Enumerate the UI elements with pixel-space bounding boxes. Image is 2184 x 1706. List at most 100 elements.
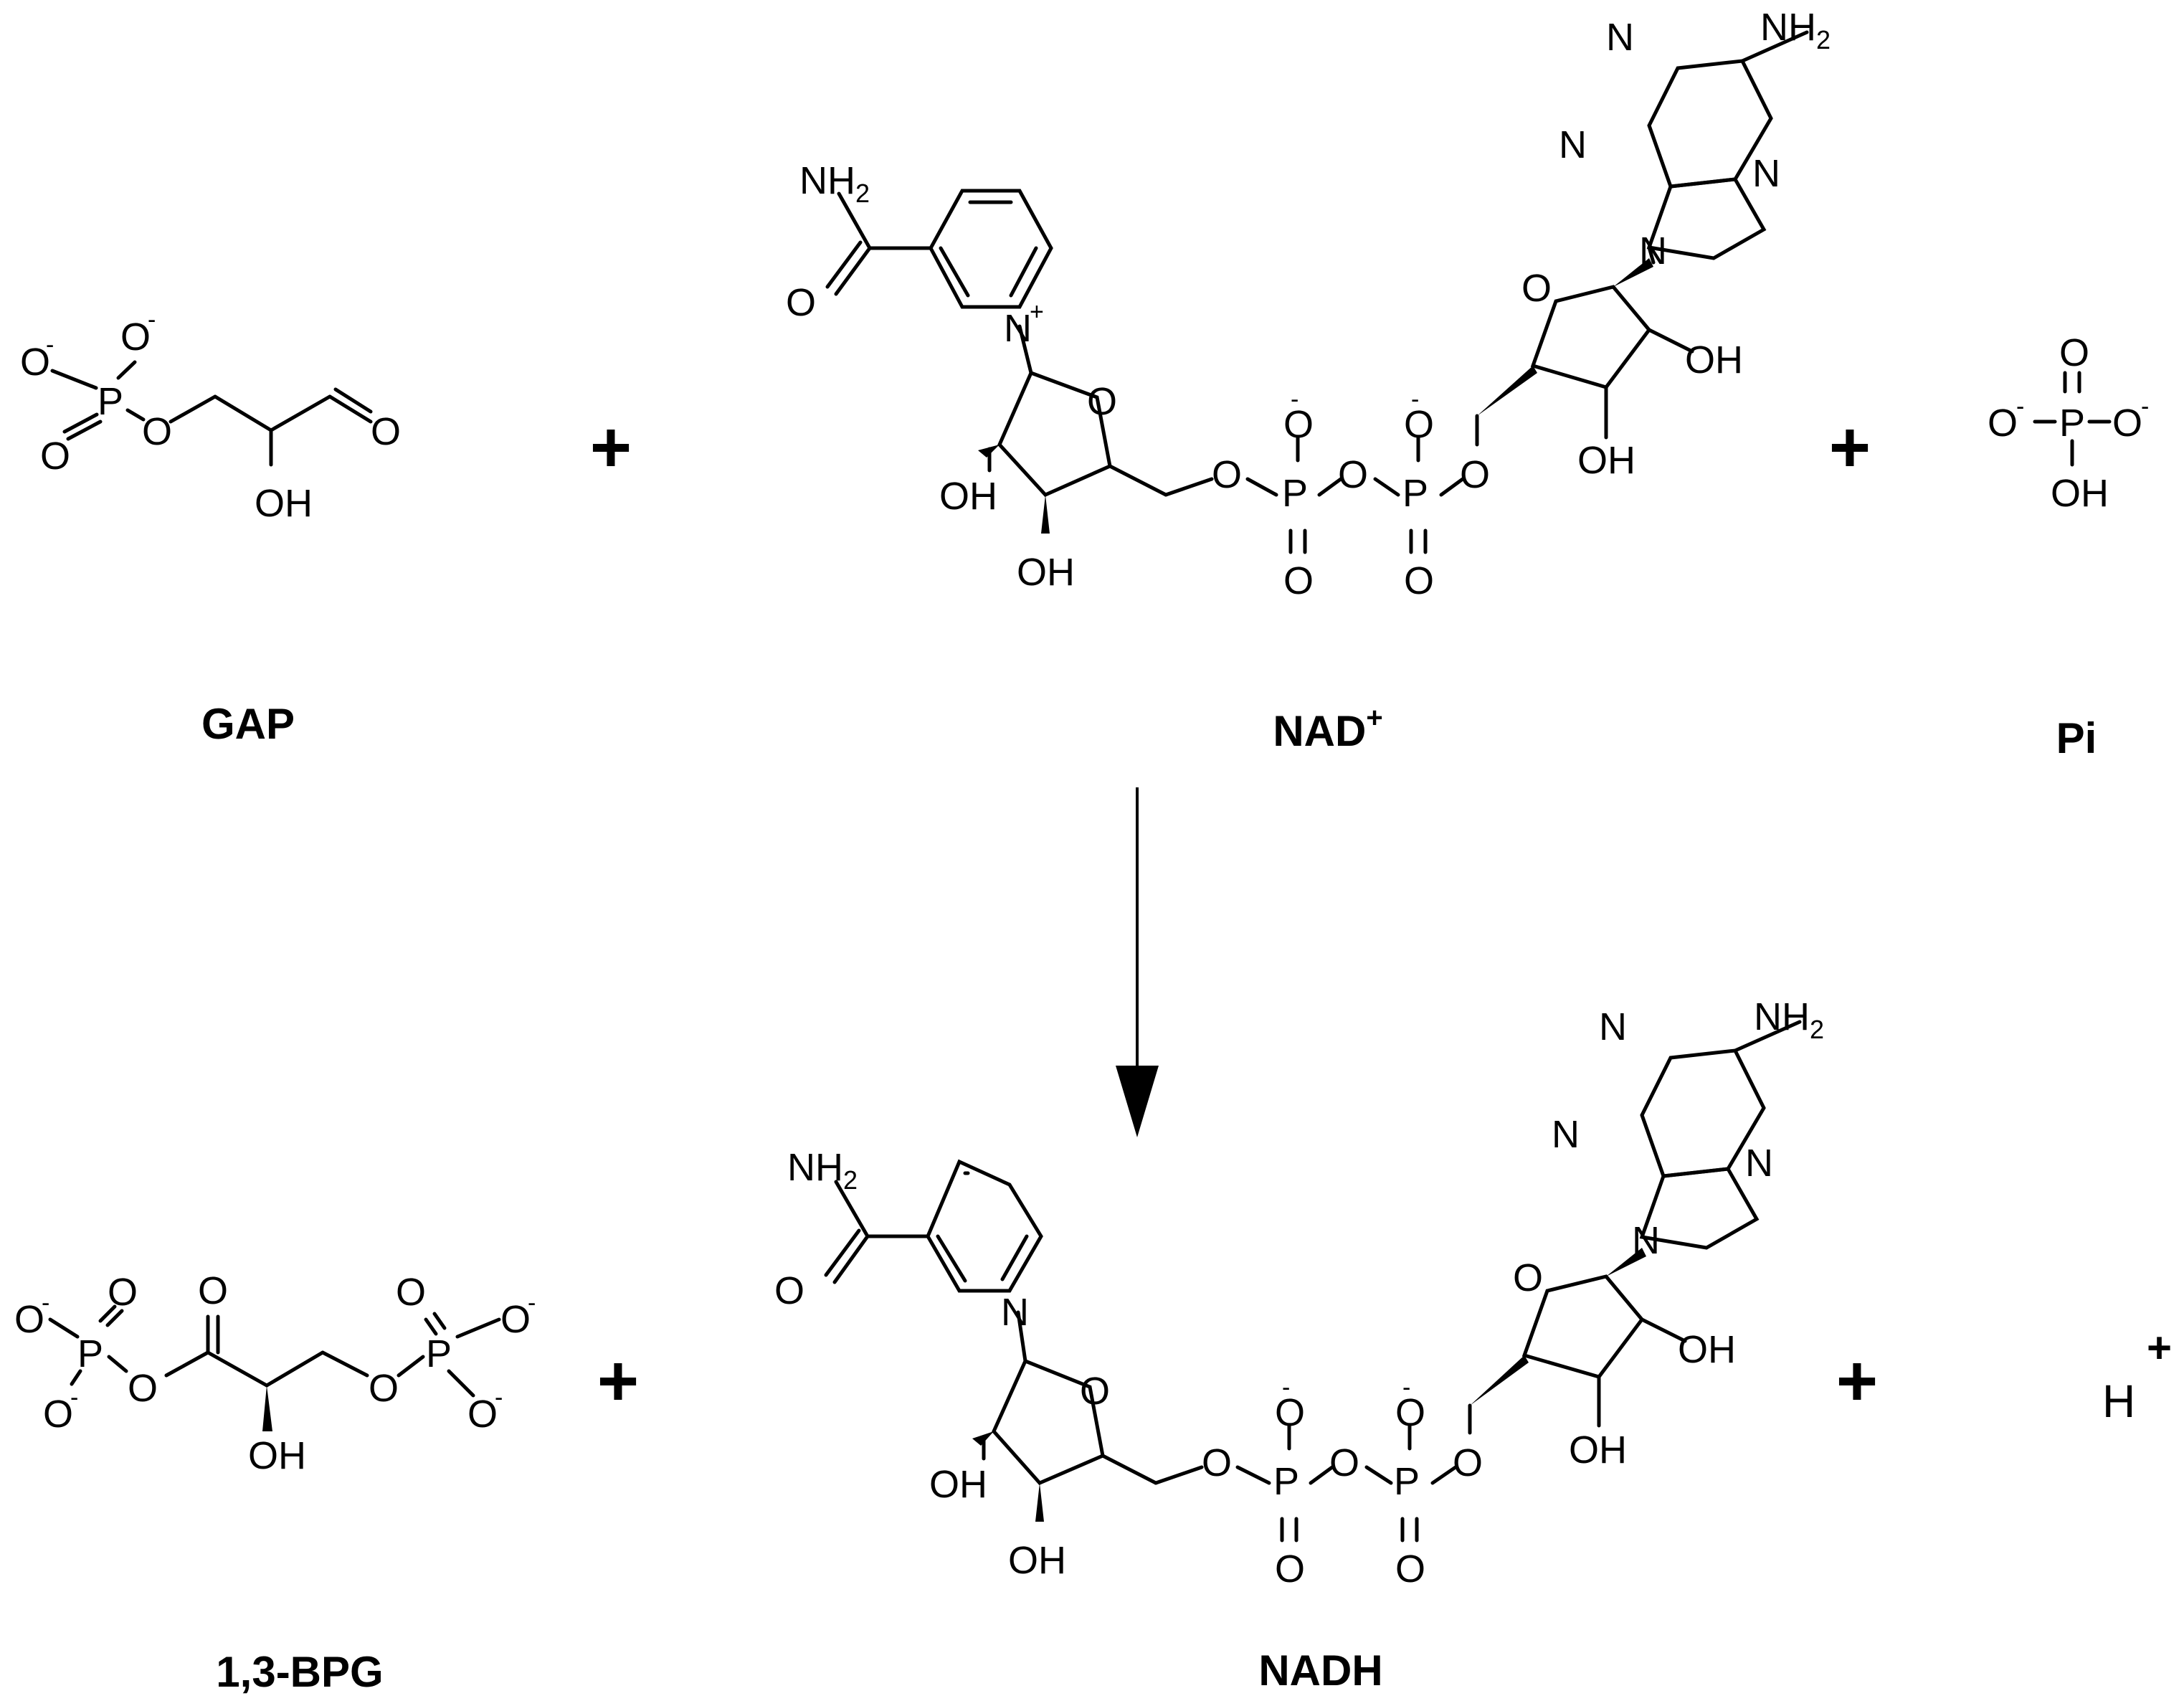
nad-ribose2-o: O (1521, 267, 1552, 310)
pi-oh: OH (2051, 472, 2109, 515)
plus-operator: + (1836, 1341, 1878, 1421)
gap-minus-1: - (46, 331, 54, 359)
nadh-adenine-n1: N (1599, 1005, 1627, 1048)
gap-oh: OH (255, 482, 313, 525)
nad-p1-o-double: O (1283, 559, 1314, 602)
gap-o-minus-2: O (120, 316, 151, 359)
proton: H (2102, 1375, 2135, 1427)
nadh-adenine-n7: N (1745, 1142, 1773, 1185)
nadh-adenine-n9: N (1632, 1219, 1660, 1262)
nadh-o-bridge-2: O (1329, 1441, 1359, 1484)
bpg-o-double-1: O (108, 1271, 138, 1314)
nad-ribose2-oh-1: OH (1685, 338, 1743, 382)
proton-charge: + (2147, 1324, 2172, 1372)
bpg-o-minus-4: O (467, 1393, 498, 1436)
pi-phosphorus: P (2059, 402, 2085, 445)
nadh-ribose2-oh-1: OH (1678, 1328, 1736, 1371)
nad-o-bridge-2: O (1338, 453, 1368, 496)
bpg-o-carbonyl: O (198, 1269, 228, 1312)
nad-ribose-oh-2: OH (1017, 551, 1075, 594)
nadh-p2-minus: - (1402, 1374, 1410, 1401)
bpg-o-double-2: O (396, 1271, 426, 1314)
gap-phosphorus: P (98, 380, 123, 423)
nad-ribose-o: O (1087, 380, 1117, 423)
bpg-p-1: P (77, 1332, 103, 1375)
nadh-adenine-nh2: NH2 (1754, 995, 1824, 1044)
bpg-o-ester-2: O (369, 1367, 399, 1410)
pi-o-double: O (2059, 331, 2089, 374)
pi-o-minus-right: O (2112, 402, 2142, 445)
nadh-structure (824, 1020, 1802, 1542)
nadh-p1-o-minus: O (1275, 1391, 1305, 1434)
nad-nh2: NH2 (799, 159, 870, 208)
plus-operator: + (597, 1341, 639, 1421)
nadh-o-bridge-3: O (1453, 1441, 1483, 1484)
bpg-o-minus-2: O (43, 1393, 73, 1436)
nad-p-1: P (1282, 472, 1308, 515)
plus-operator: + (590, 407, 632, 488)
nad-p2-minus: - (1411, 386, 1419, 413)
nadh-p1-minus: - (1282, 1374, 1290, 1401)
nad-pyridinium-charge: + (1030, 298, 1044, 326)
nad-p2-o-double: O (1404, 559, 1434, 602)
nadh-ring-n: N (1001, 1291, 1029, 1334)
nadh-ribose-oh-1: OH (929, 1463, 987, 1506)
pi-structure (2033, 371, 2112, 467)
gap-o-ester: O (142, 410, 172, 453)
nad-amide-o: O (786, 281, 816, 324)
pi-minus-right: - (2141, 393, 2149, 420)
pi-minus-left: - (2016, 393, 2024, 420)
nadh-ribose2-oh-2: OH (1569, 1428, 1627, 1472)
nad-pyridinium-n: N (1004, 307, 1032, 350)
nad-adenine-n7: N (1752, 152, 1780, 195)
bpg-structure (48, 1304, 501, 1431)
nad-adenine-nh2: NH2 (1760, 6, 1831, 55)
pi-o-minus-left: O (1988, 402, 2018, 445)
nad-label: NAD+ (1273, 702, 1382, 755)
gap-label: GAP (201, 700, 295, 748)
nad-p2-o-minus: O (1404, 403, 1434, 446)
nadh-o-bridge-1: O (1202, 1441, 1232, 1484)
bpg-minus-2: - (70, 1384, 78, 1411)
nadh-label: NADH (1258, 1646, 1382, 1695)
gap-structure: O - O - P O O OH O (20, 306, 401, 525)
bpg-label: 1,3-BPG (216, 1648, 383, 1696)
bpg-o-ester-1: O (128, 1367, 158, 1410)
gap-o-aldehyde: O (371, 410, 401, 453)
bpg-o-minus-1: O (14, 1298, 44, 1341)
nad-o-bridge-1: O (1212, 453, 1242, 496)
nadh-p-1: P (1273, 1460, 1299, 1503)
nadh-nh2: NH2 (787, 1146, 858, 1195)
nad-structure (825, 30, 1809, 554)
nadh-adenine-n3: N (1552, 1113, 1580, 1156)
nadh-ribose2-o: O (1513, 1256, 1543, 1299)
nad-p-2: P (1402, 472, 1428, 515)
nad-adenine-n1: N (1606, 16, 1634, 59)
reaction-arrow (1116, 787, 1159, 1137)
nadh-p2-o-double: O (1395, 1548, 1425, 1591)
nadh-ribose-oh-2: OH (1008, 1539, 1066, 1582)
nad-p1-o-minus: O (1283, 403, 1314, 446)
bpg-minus-1: - (42, 1289, 49, 1317)
nad-ribose-oh-1: OH (939, 475, 997, 518)
nadh-amide-o: O (774, 1269, 804, 1312)
gap-o-minus-1: O (20, 341, 50, 384)
nad-adenine-n3: N (1559, 123, 1587, 166)
plus-operator: + (1829, 407, 1871, 488)
nad-ribose2-oh-2: OH (1577, 439, 1635, 482)
bpg-p-2: P (426, 1332, 452, 1375)
gap-o-double: O (40, 435, 70, 478)
nad-adenine-n9: N (1639, 229, 1667, 273)
nad-p1-minus: - (1291, 386, 1298, 413)
pi-label: Pi (2056, 714, 2097, 762)
nadh-p2-o-minus: O (1395, 1391, 1425, 1434)
nadh-p-2: P (1394, 1460, 1420, 1503)
gap-minus-2: - (148, 306, 156, 333)
bpg-minus-4: - (495, 1384, 503, 1411)
bpg-oh: OH (248, 1434, 306, 1477)
bpg-o-minus-3: O (500, 1298, 531, 1341)
nadh-ribose-o: O (1080, 1370, 1110, 1413)
nad-o-bridge-3: O (1460, 453, 1490, 496)
nadh-p1-o-double: O (1275, 1548, 1305, 1591)
